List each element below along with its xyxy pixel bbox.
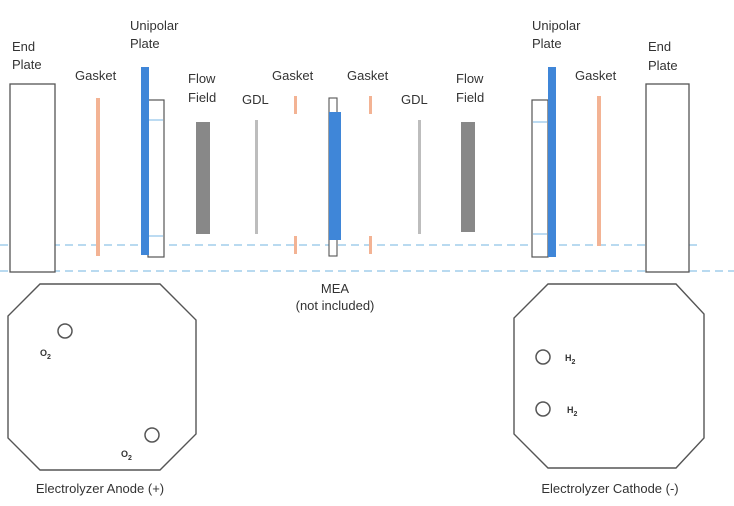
end-plate-right-label-1: End (648, 39, 671, 54)
gdl-right (418, 120, 421, 234)
flow-field-right-label-1: Flow (456, 71, 484, 86)
gasket-1-label: Gasket (75, 68, 117, 83)
flow-field-right-label-2: Field (456, 90, 484, 105)
anode-caption: Electrolyzer Anode (+) (36, 481, 164, 496)
gasket-2-top (294, 96, 297, 114)
cathode-port-bottom-circle (535, 401, 551, 417)
cathode-port-top-circle (535, 349, 551, 365)
end-plate-left (9, 83, 56, 273)
unipolar-plate-left-label-2: Plate (130, 36, 160, 51)
unipolar-plate-left-label-1: Unipolar (130, 18, 179, 33)
cathode-port-bottom-label: H2 (567, 405, 578, 418)
unipolar-plate-left-back (147, 99, 165, 258)
end-plate-right-label-2: Plate (648, 58, 678, 73)
gdl-left-label: GDL (242, 92, 269, 107)
end-plate-left-label-2: Plate (12, 57, 42, 72)
end-plate-left-label-1: End (12, 39, 35, 54)
flow-field-right (461, 122, 475, 232)
anode-port-top-label: O2 (40, 348, 51, 361)
cathode-port-top-label: H2 (565, 353, 576, 366)
flow-field-left-label-1: Flow (188, 71, 216, 86)
unipolar-plate-right-face (548, 67, 556, 257)
flow-field-left (196, 122, 210, 234)
gasket-4 (597, 96, 601, 246)
cathode-caption: Electrolyzer Cathode (-) (541, 481, 678, 496)
gasket-4-label: Gasket (575, 68, 617, 83)
gasket-2-label: Gasket (272, 68, 314, 83)
cathode-plate-outline (513, 283, 705, 469)
gasket-3-bottom (369, 236, 372, 254)
gasket-1 (96, 98, 100, 256)
unipolar-plate-right-label-1: Unipolar (532, 18, 581, 33)
anode-port-top-circle (57, 323, 73, 339)
unipolar-plate-right-label-2: Plate (532, 36, 562, 51)
mea-note: (not included) (296, 298, 375, 313)
flow-field-left-label-2: Field (188, 90, 216, 105)
anode-port-bottom-circle (144, 427, 160, 443)
gdl-left (255, 120, 258, 234)
mea-label: MEA (321, 281, 350, 296)
unipolar-plate-left-face (141, 67, 149, 255)
mea-electrode (329, 112, 341, 240)
anode-port-bottom-label: O2 (121, 449, 132, 462)
gdl-right-label: GDL (401, 92, 428, 107)
end-plate-right (645, 83, 690, 273)
gasket-3-top (369, 96, 372, 114)
anode-plate-outline (7, 283, 197, 471)
gasket-2-bottom (294, 236, 297, 254)
gasket-3-label: Gasket (347, 68, 389, 83)
